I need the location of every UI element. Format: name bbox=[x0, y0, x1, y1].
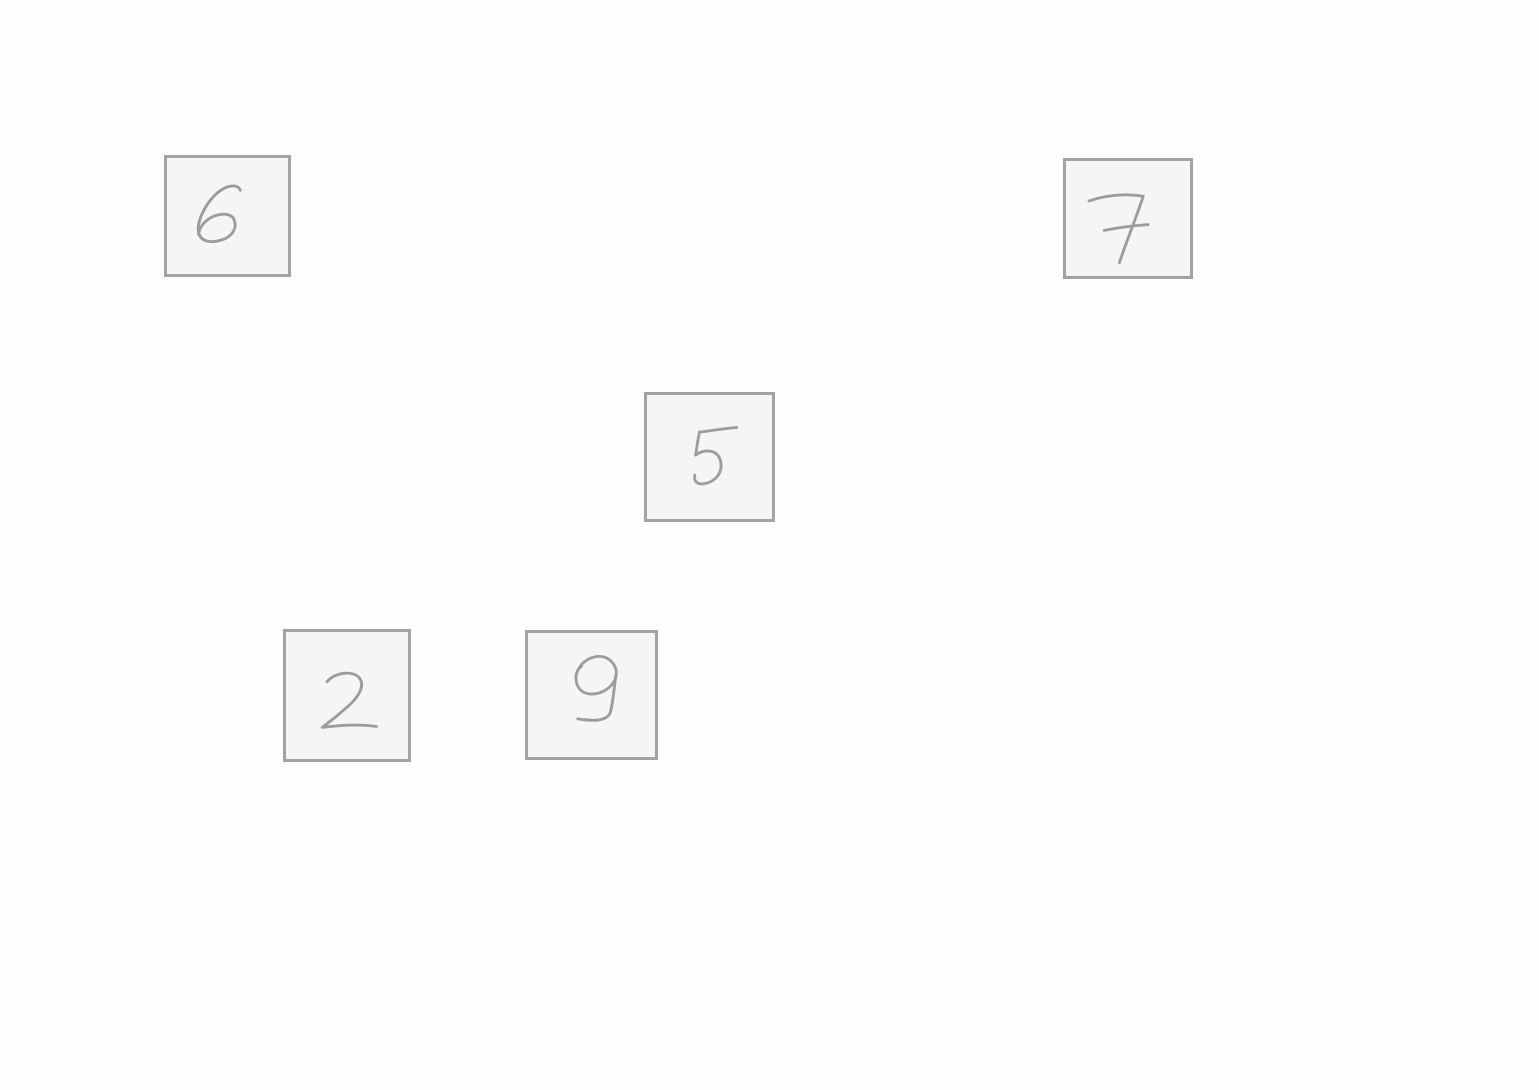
handwritten-digit-5 bbox=[693, 426, 739, 486]
digit-tile-2[interactable]: 2 bbox=[283, 629, 411, 762]
handwritten-digit-6 bbox=[196, 184, 242, 243]
digit-tile-5[interactable]: 5 bbox=[644, 392, 775, 522]
digit-tile-6[interactable]: 6 bbox=[164, 155, 291, 277]
digit-tile-7[interactable]: 7 bbox=[1063, 158, 1193, 279]
digit-tile-9[interactable]: 9 bbox=[525, 630, 658, 760]
handwritten-digit-7 bbox=[1087, 193, 1150, 265]
handwritten-digit-2 bbox=[320, 671, 378, 729]
handwritten-digit-9 bbox=[574, 654, 618, 722]
